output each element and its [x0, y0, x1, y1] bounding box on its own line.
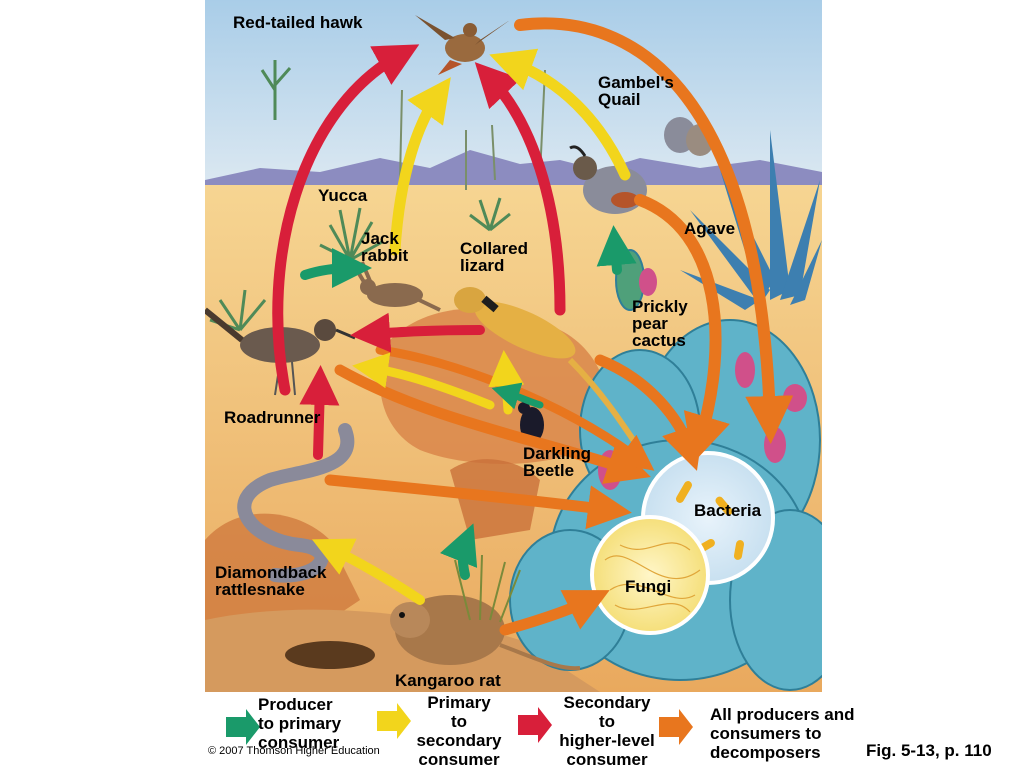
legend-arrow-yellow — [377, 703, 411, 739]
burrow-hole — [285, 641, 375, 669]
arrow-lizard-to-hawk — [474, 62, 566, 316]
arrow-hawk-to-decomposers — [514, 17, 794, 444]
figure-reference: Fig. 5-13, p. 110 — [866, 741, 992, 760]
arrow-lizard-to-roadrunner — [350, 312, 485, 353]
label-agave: Agave — [684, 219, 736, 238]
arrow-rat-to-snake — [311, 538, 425, 605]
foreground-soil — [205, 609, 600, 692]
legend-secondary-to-higher: Secondary to higher-level consumer — [559, 693, 655, 769]
label-roadrunner: Roadrunner — [224, 408, 321, 427]
arrow-rat-to-decomposers — [499, 590, 610, 636]
fungi-hyphae — [604, 542, 701, 613]
arrow-snake-to-roadrunner — [299, 365, 340, 460]
yucca-plants — [209, 60, 511, 332]
legend-to-decomposers: All producers and consumers to decompose… — [710, 705, 855, 762]
arrow-yucca-to-rabbit — [300, 248, 372, 289]
arrow-lizard-to-decomposers — [594, 354, 704, 471]
legend-arrows — [226, 703, 693, 745]
label-collared-lizard: Collared lizard — [460, 239, 529, 275]
arrow-quail-to-hawk — [489, 48, 631, 181]
arrow-grass-to-rat — [440, 523, 478, 580]
arrow-beetle-to-roadrunner — [352, 352, 495, 410]
food-web-arrows — [272, 17, 794, 636]
legend-arrow-red — [518, 707, 552, 743]
legend-arrow-green — [226, 709, 260, 745]
label-bacteria: Bacteria — [694, 501, 762, 520]
label-darkling-beetle: Darkling Beetle — [523, 444, 592, 480]
grass-tuft — [454, 554, 521, 623]
label-yucca: Yucca — [318, 186, 368, 205]
label-gambels-quail: Gambel's Quail — [598, 73, 674, 109]
arrow-cactus-to-quail — [596, 225, 637, 275]
legend-producer-to-primary: Producer to primary consumer — [258, 695, 342, 752]
copyright-credit: © 2007 Thomson Higher Education — [208, 745, 380, 757]
label-jack-rabbit: Jack rabbit — [361, 229, 409, 265]
yucca-stalks — [399, 69, 546, 190]
legend-arrow-orange — [659, 709, 693, 745]
label-diamondback-rattlesnake: Diamondback rattlesnake — [215, 563, 327, 599]
kangaroo-rat — [390, 595, 581, 671]
legend-primary-to-secondary: Primary to secondary consumer — [416, 693, 502, 769]
arrow-roadrunner-to-hawk — [272, 44, 420, 396]
red-tailed-hawk — [415, 15, 510, 75]
arrow-snake-to-decomposers — [324, 474, 632, 530]
arrow-plant-to-beetle — [491, 382, 544, 410]
label-fungi: Fungi — [625, 577, 672, 596]
label-red-tailed-hawk: Red-tailed hawk — [233, 13, 363, 32]
label-prickly-pear-cactus: Prickly pear cactus — [632, 297, 688, 350]
arrow-rabbit-to-hawk — [389, 77, 451, 256]
label-kangaroo-rat: Kangaroo rat — [395, 671, 501, 690]
arrow-quail-to-decomposers — [634, 194, 730, 463]
